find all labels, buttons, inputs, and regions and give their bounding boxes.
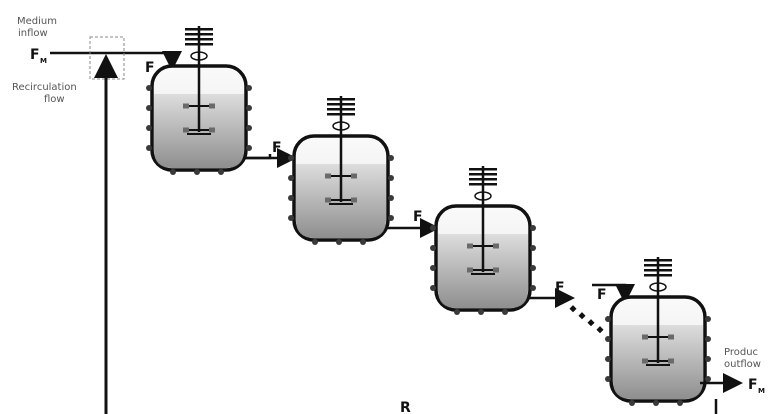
impeller-blade	[668, 334, 674, 340]
jacket-bead	[430, 285, 436, 291]
flow-label-5: F	[597, 287, 607, 303]
recirculation-label-line2: flow	[44, 94, 65, 105]
reactor-4	[605, 257, 711, 406]
jacket-bead	[605, 356, 611, 362]
jacket-bead	[530, 245, 536, 251]
jacket-bead	[336, 239, 342, 245]
impeller-blade	[351, 173, 357, 179]
jacket-bead	[170, 169, 176, 175]
fm-inflow-subscript: M	[40, 57, 47, 65]
jacket-bead	[705, 356, 711, 362]
fm-outflow-subscript: M	[758, 387, 765, 395]
jacket-bead	[246, 85, 252, 91]
dotted-continuation	[569, 305, 604, 334]
jacket-bead	[430, 225, 436, 231]
jacket-bead	[288, 195, 294, 201]
impeller-blade	[183, 103, 189, 109]
jacket-bead	[677, 400, 683, 406]
medium-inflow-label-line2: inflow	[18, 28, 48, 39]
impeller-blade	[467, 243, 473, 249]
jacket-bead	[605, 316, 611, 322]
jacket-bead	[388, 195, 394, 201]
impeller-blade	[351, 197, 357, 203]
product-outflow-label-line1: Produc	[724, 347, 758, 358]
pipe-into-reactor-4	[592, 283, 635, 304]
jacket-bead	[705, 316, 711, 322]
impeller-blade	[668, 358, 674, 364]
jacket-bead	[430, 245, 436, 251]
impeller-blade	[325, 173, 331, 179]
fm-inflow-label: F	[30, 47, 40, 63]
jacket-bead	[360, 239, 366, 245]
impeller-blade	[325, 197, 331, 203]
jacket-bead	[388, 175, 394, 181]
recirculation-label-line1: Recirculation	[12, 82, 77, 93]
jacket-bead	[146, 145, 152, 151]
jacket-bead	[246, 125, 252, 131]
jacket-bead	[530, 225, 536, 231]
impeller-blade	[493, 243, 499, 249]
jacket-bead	[146, 125, 152, 131]
recirculation-r-label: R	[400, 400, 411, 414]
reactor-1	[146, 26, 252, 175]
jacket-bead	[430, 265, 436, 271]
jacket-bead	[218, 169, 224, 175]
jacket-bead	[312, 239, 318, 245]
flow-label-3: F	[413, 209, 423, 225]
jacket-bead	[246, 145, 252, 151]
fm-outflow-label: F	[748, 377, 758, 393]
jacket-bead	[705, 376, 711, 382]
impeller-blade	[183, 127, 189, 133]
reactor-3	[430, 166, 536, 315]
jacket-bead	[478, 309, 484, 315]
jacket-bead	[605, 336, 611, 342]
jacket-bead	[388, 155, 394, 161]
product-outflow-label-line2: outflow	[724, 359, 761, 370]
jacket-bead	[288, 175, 294, 181]
impeller-blade	[209, 127, 215, 133]
jacket-bead	[502, 309, 508, 315]
jacket-bead	[146, 105, 152, 111]
impeller-blade	[642, 358, 648, 364]
flow-label-2: F	[272, 140, 282, 156]
jacket-bead	[530, 265, 536, 271]
jacket-bead	[653, 400, 659, 406]
medium-inflow-label-line1: Medium	[17, 16, 57, 27]
impeller-blade	[209, 103, 215, 109]
jacket-bead	[454, 309, 460, 315]
jacket-bead	[705, 336, 711, 342]
jacket-bead	[288, 215, 294, 221]
jacket-bead	[246, 105, 252, 111]
flow-label-1: F	[145, 60, 155, 76]
impeller-blade	[493, 267, 499, 273]
jacket-bead	[605, 376, 611, 382]
jacket-bead	[288, 155, 294, 161]
jacket-bead	[146, 85, 152, 91]
jacket-bead	[194, 169, 200, 175]
impeller-blade	[467, 267, 473, 273]
jacket-bead	[388, 215, 394, 221]
jacket-bead	[530, 285, 536, 291]
impeller-blade	[642, 334, 648, 340]
jacket-bead	[629, 400, 635, 406]
flow-label-4: F	[555, 280, 565, 296]
reactor-2	[288, 96, 394, 245]
